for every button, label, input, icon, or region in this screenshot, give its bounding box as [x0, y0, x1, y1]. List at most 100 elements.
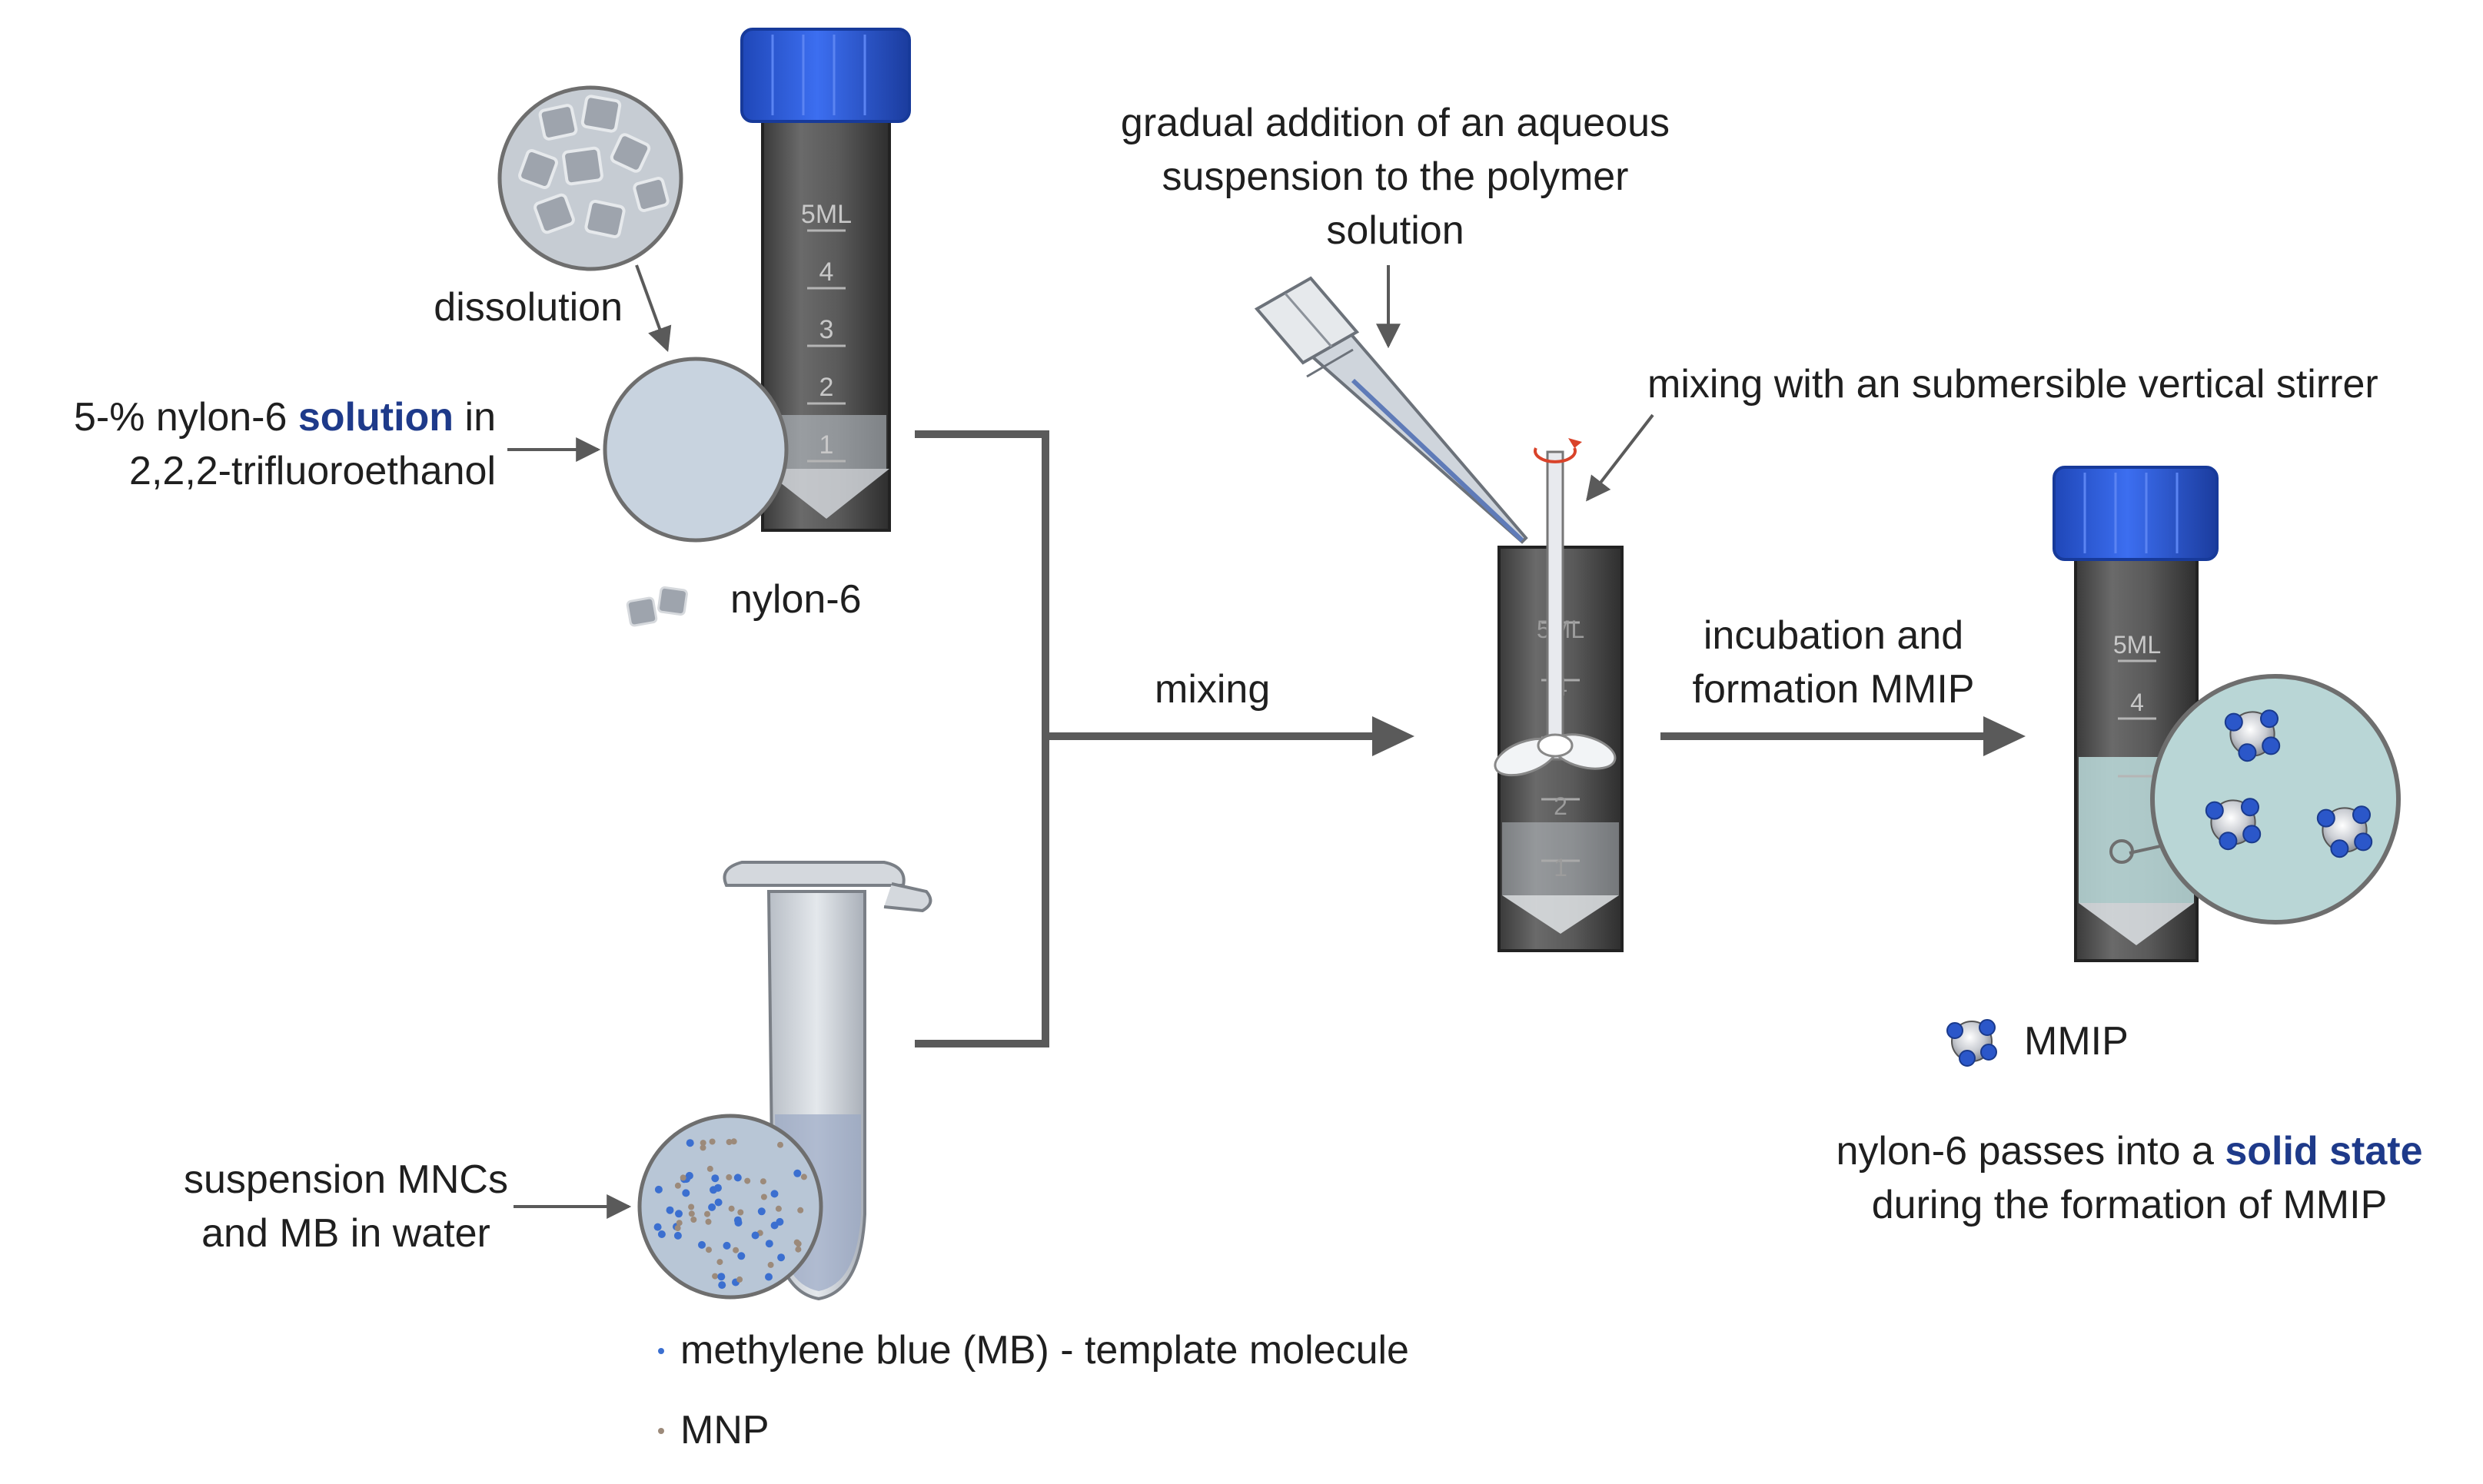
mmip-particle [1946, 1019, 1997, 1067]
solution-highlight: solution [297, 395, 454, 440]
tube-mark: 4 [2130, 689, 2144, 716]
tube-mark: 5ML [801, 200, 852, 229]
mb-dot [657, 1230, 666, 1238]
nylon-pellet-icon [626, 586, 688, 627]
mb-dot [751, 1231, 760, 1240]
mnp-dot [767, 1261, 774, 1268]
mnp-legend-label: MNP [680, 1408, 769, 1452]
mb-dot [723, 1241, 731, 1250]
tube-mark: 2 [819, 373, 834, 402]
vertical-stirrer [1494, 438, 1617, 777]
mnp-dot [733, 1247, 740, 1253]
mnp-dot [674, 1182, 681, 1189]
mnp-dot [800, 1174, 807, 1180]
mnp-dot [690, 1217, 697, 1223]
mnp-dot [775, 1205, 782, 1212]
addition-label: gradual addition of an aqueous suspensio… [1120, 101, 1670, 253]
mmip-particle [2224, 709, 2281, 762]
mb-dot [686, 1139, 694, 1147]
mb-dot [793, 1169, 802, 1177]
mb-dot [765, 1273, 773, 1281]
solution-label: 5-% nylon-6 solution in 2,2,2-trifluoroe… [73, 395, 496, 493]
polymer-solution-circle [603, 357, 789, 543]
dissolution-label: dissolution [434, 285, 623, 330]
tube-mark: 2 [1554, 792, 1567, 820]
mixing-label: mixing [1155, 667, 1271, 712]
mb-dot [682, 1189, 690, 1197]
mmip-particle-icon [1946, 1019, 1997, 1067]
mnp-dot [680, 1174, 686, 1181]
mnp-dot [716, 1259, 723, 1266]
mnp-dot [797, 1207, 804, 1213]
solid-state-highlight: solid state [2225, 1129, 2423, 1174]
mb-dot [654, 1185, 663, 1194]
mb-dot [718, 1281, 726, 1290]
suspension-label: suspension MNCs and MB in water [184, 1157, 508, 1256]
mb-dot [765, 1240, 773, 1248]
incubation-label: incubation and formation MMIP [1692, 613, 1975, 712]
mmip-particle [2205, 798, 2262, 851]
incubation-arrowhead [1983, 716, 2026, 756]
mb-dot [737, 1252, 746, 1260]
stirrer-label: mixing with an submersible vertical stir… [1647, 362, 2378, 407]
mnp-dot [705, 1218, 712, 1225]
mnp-dot [795, 1246, 802, 1253]
merge-bracket [915, 430, 1372, 1047]
mnp-dot [760, 1194, 767, 1200]
mmip-legend-label: MMIP [2024, 1019, 2129, 1064]
mnp-dot [712, 1273, 719, 1280]
mb-dot [708, 1203, 716, 1211]
tube-mark: 1 [819, 430, 834, 460]
nylon-legend-label: nylon-6 [730, 577, 862, 622]
mnp-dot [744, 1177, 751, 1184]
pipette-tip [1254, 276, 1528, 544]
mnp-dot [726, 1139, 733, 1145]
mb-legend-label: methylene blue (MB) - template molecule [680, 1328, 1409, 1373]
tube-mark: 3 [819, 315, 834, 344]
mb-dot [770, 1190, 779, 1198]
mnp-dot [706, 1247, 712, 1253]
mnp-dot [688, 1203, 695, 1210]
falcon-tube-nylon: 5ML 4 3 2 1 [740, 28, 911, 532]
mnp-dot [676, 1220, 683, 1227]
mb-dot [653, 1223, 662, 1231]
mnp-dot [709, 1138, 716, 1145]
mb-dot [673, 1231, 682, 1240]
mnp-dot [674, 1225, 681, 1231]
mmip-particle [2316, 805, 2373, 858]
mb-dot [777, 1253, 786, 1262]
mnp-dot [736, 1276, 743, 1283]
mnp-dot [700, 1144, 706, 1151]
mnp-dot [726, 1174, 733, 1180]
suspension-magnifier [637, 1114, 823, 1300]
tube-mark: 1 [1554, 854, 1567, 881]
mb-dot [733, 1216, 742, 1224]
mnp-dot [704, 1210, 710, 1217]
mb-dot [757, 1207, 766, 1216]
mnp-legend-dot [658, 1428, 664, 1434]
mb-dot [733, 1174, 742, 1182]
solid-state-label: nylon-6 passes into a solid state during… [1836, 1129, 2423, 1227]
nylon-pellets-magnifier [497, 85, 683, 271]
mixing-arrowhead [1372, 716, 1414, 756]
dissolution-arrow [635, 264, 672, 353]
mnp-dot [700, 1140, 706, 1147]
mb-dot [770, 1221, 779, 1230]
mb-dot [666, 1206, 674, 1214]
mmip-magnifier [2109, 674, 2401, 925]
mb-dot [711, 1174, 720, 1183]
mnp-dot [737, 1209, 744, 1216]
mnp-dot [777, 1141, 783, 1148]
mb-dot [714, 1198, 723, 1207]
mnp-dot [730, 1138, 737, 1145]
mnp-dot [728, 1205, 735, 1212]
mb-legend-dot [658, 1348, 664, 1354]
mnp-dot [760, 1178, 766, 1185]
mnp-dot [706, 1165, 713, 1172]
mb-dot [710, 1186, 717, 1194]
mb-dot [698, 1240, 706, 1249]
mb-dot [717, 1273, 726, 1281]
mnp-dot [795, 1240, 802, 1247]
mb-dot [675, 1210, 683, 1218]
mnp-dot [688, 1210, 695, 1217]
